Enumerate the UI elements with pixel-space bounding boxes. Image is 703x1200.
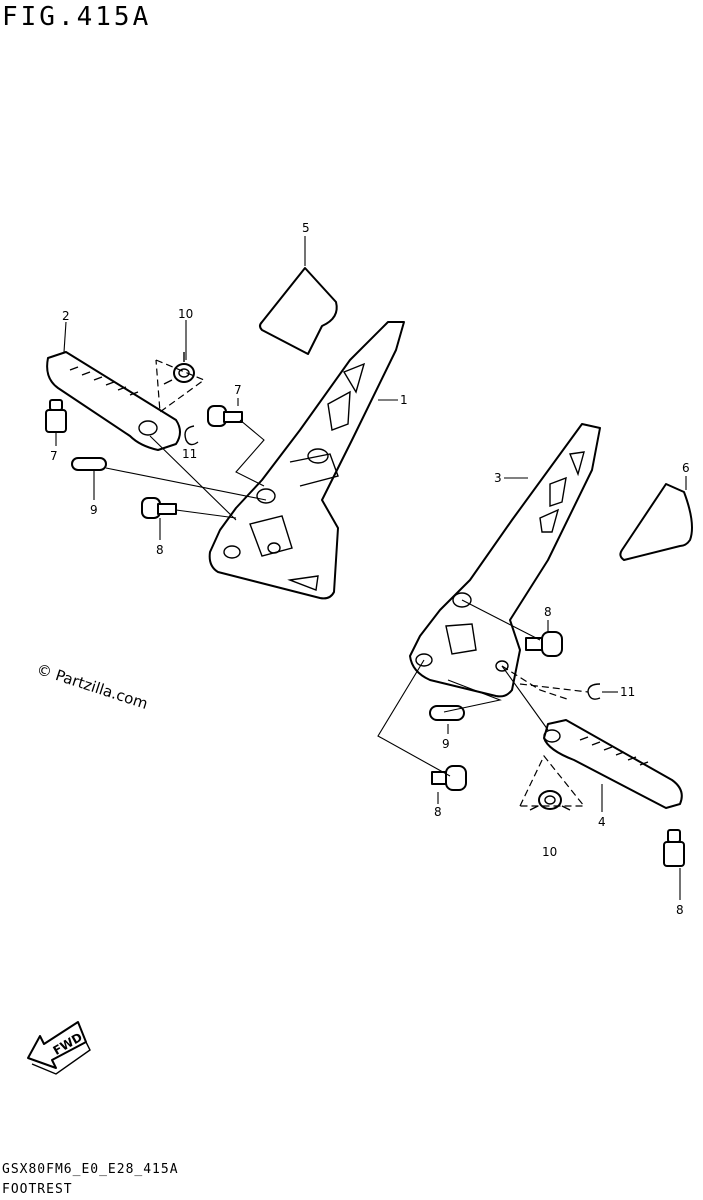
- spring-10-right-guide: [519, 754, 586, 807]
- model-code: GSX80FM6_E0_E28_415A: [2, 1162, 179, 1177]
- part-5-pad: [259, 267, 338, 355]
- part-8-bolt-right-lower: [431, 765, 467, 791]
- callout-9-left: 9: [90, 503, 98, 517]
- assembly-line: [235, 419, 265, 487]
- bracket-3-cutout: [549, 476, 567, 507]
- bracket-3-cutout: [539, 508, 560, 533]
- part-8-bolt-right-upper: [525, 631, 563, 657]
- bracket-3-hole: [415, 653, 433, 667]
- bracket-3-cutout: [445, 623, 477, 655]
- callout-3: 3: [494, 471, 502, 485]
- bracket-1-hole: [256, 488, 276, 504]
- callout-9-right: 9: [442, 737, 450, 751]
- footrest-4-pattern: [579, 736, 649, 766]
- callout-8-right-lower: 8: [434, 805, 442, 819]
- callout-8-left-lower: 8: [156, 543, 164, 557]
- bracket-3-cutout: [569, 451, 585, 477]
- footrest-2-pattern: [69, 366, 139, 396]
- bracket-1-cutout: [287, 575, 319, 591]
- assembly-line: [461, 599, 541, 641]
- part-4-footrest: [543, 719, 683, 809]
- bracket-1-hole: [307, 448, 329, 464]
- part-9-pin-left: [71, 457, 107, 471]
- callout-11-right: 11: [620, 685, 635, 699]
- part-10-spring-left: [163, 352, 195, 385]
- assembly-line: [501, 665, 571, 701]
- callout-7-left: 7: [50, 449, 58, 463]
- part-11-eclip-right: [587, 683, 601, 700]
- section-name: FOOTREST: [2, 1182, 73, 1197]
- part-7-stopper-right-cap: [667, 829, 681, 843]
- assembly-line: [175, 509, 237, 519]
- bracket-1-cutout: [342, 362, 366, 394]
- callout-11-left: 11: [182, 447, 197, 461]
- callout-10-left: 10: [178, 307, 193, 321]
- figure-title: FIG.415A: [2, 2, 152, 32]
- callout-leader: [63, 321, 67, 353]
- bracket-1-cutout: [249, 515, 293, 557]
- bracket-1-cutout: [327, 390, 351, 431]
- callout-6: 6: [682, 461, 690, 475]
- callout-2: 2: [62, 309, 70, 323]
- bracket-3-hole: [495, 660, 509, 672]
- callout-4: 4: [598, 815, 606, 829]
- part-6-pad: [619, 483, 693, 561]
- callout-7-right: 8: [676, 903, 684, 917]
- part-7-stopper-left-cap: [49, 399, 63, 411]
- callout-8-right-upper: 8: [544, 605, 552, 619]
- bracket-3-hole: [452, 592, 472, 608]
- assembly-line: [377, 659, 451, 777]
- callout-10-right: 10: [542, 845, 557, 859]
- assembly-line: [443, 679, 502, 713]
- assembly-line: [105, 467, 267, 501]
- assembly-line: [519, 683, 589, 693]
- assembly-line: [149, 435, 237, 521]
- part-8-bolt-left-lower: [141, 497, 177, 519]
- callout-1: 1: [400, 393, 408, 407]
- footrest-2-pivot: [138, 420, 158, 436]
- part-11-eclip-left: [184, 425, 199, 446]
- part-8-bolt-left-upper: [207, 405, 243, 427]
- part-10-spring-right: [529, 790, 571, 811]
- spring-10-left-guide: [155, 359, 206, 414]
- bracket-1-hole: [267, 542, 281, 554]
- part-7-stopper-right: [663, 841, 685, 867]
- part-2-footrest: [46, 351, 181, 451]
- part-9-pin-right: [429, 705, 465, 721]
- bracket-1-arm: [289, 453, 339, 487]
- callout-5: 5: [302, 221, 310, 235]
- bracket-1-hole: [223, 545, 241, 559]
- footrest-4-pivot: [543, 729, 561, 743]
- part-7-stopper-left: [45, 409, 67, 433]
- callout-8-left-upper: 7: [234, 383, 242, 397]
- fwd-direction-badge: FWD: [27, 1021, 91, 1075]
- part-1-bracket: [208, 321, 405, 600]
- part-3-bracket: [409, 423, 601, 698]
- assembly-line: [501, 665, 549, 731]
